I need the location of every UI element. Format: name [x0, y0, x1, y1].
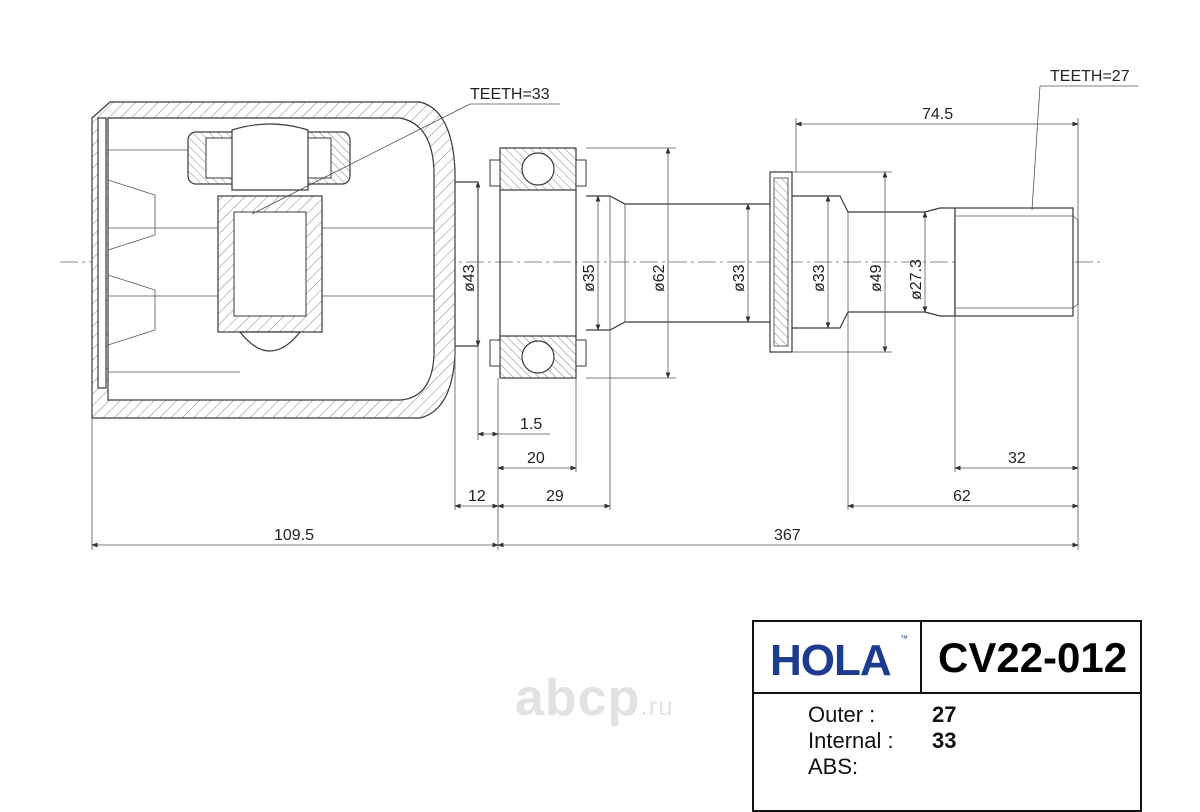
teeth-outer-label: TEETH=27	[1050, 68, 1130, 85]
length-dimension-lines	[91, 118, 1079, 550]
dim-74-5: 74.5	[922, 106, 953, 123]
part-number: CV22-012	[938, 634, 1128, 681]
dim-d49: ø49	[868, 264, 885, 292]
watermark-suffix: .ru	[640, 691, 674, 721]
brand-cell: HOLA ™	[754, 622, 922, 694]
abs-label: ABS:	[808, 754, 859, 779]
dim-d35: ø35	[581, 264, 598, 292]
internal-label: Internal :	[808, 728, 894, 753]
dim-d33b: ø33	[811, 264, 828, 292]
teeth-inner-label: TEETH=33	[470, 86, 550, 103]
dim-1-5: 1.5	[520, 416, 542, 433]
tripod-assembly	[187, 123, 351, 352]
dim-109-5: 109.5	[274, 527, 314, 544]
outer-label: Outer :	[808, 702, 876, 727]
teeth-leaders	[251, 85, 1138, 215]
watermark: abcp.ru	[515, 668, 674, 728]
shaft	[586, 171, 1079, 353]
dim-62: 62	[953, 488, 971, 505]
dim-d43: ø43	[461, 264, 478, 292]
dim-20: 20	[527, 450, 545, 467]
trademark-mark: ™	[900, 634, 908, 643]
part-number-cell: CV22-012	[922, 622, 1140, 694]
part-info-box: HOLA ™ CV22-012 Outer : 27 Internal : 33…	[752, 620, 1142, 812]
outer-value: 27	[932, 702, 957, 727]
dim-d33a: ø33	[731, 264, 748, 292]
dim-29: 29	[546, 488, 564, 505]
dim-12: 12	[468, 488, 486, 505]
dim-367: 367	[774, 527, 801, 544]
dim-d62: ø62	[651, 264, 668, 292]
brand-logo: HOLA	[770, 636, 892, 685]
dim-d27-3: ø27.3	[908, 259, 925, 300]
abs-bearing	[489, 147, 587, 379]
internal-value: 33	[932, 728, 957, 753]
dim-32: 32	[1008, 450, 1026, 467]
diameter-dimension-lines	[475, 147, 928, 379]
watermark-name: abcp	[515, 669, 641, 727]
